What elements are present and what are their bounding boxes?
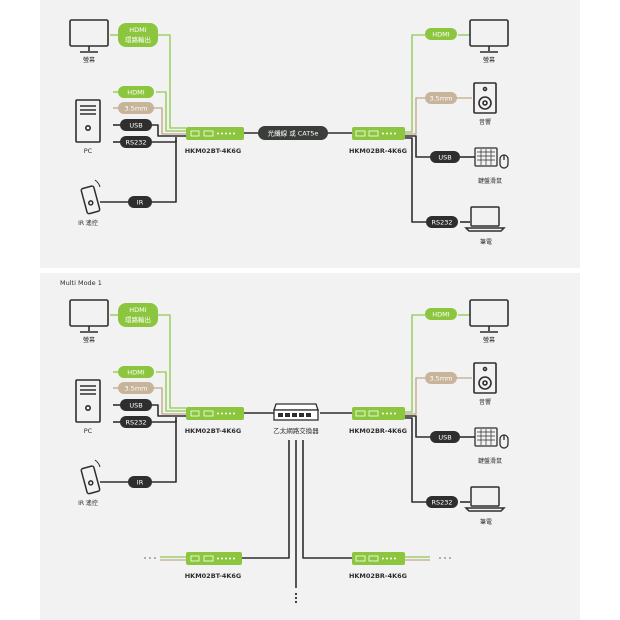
audio-tag: 3.5mm	[118, 382, 154, 394]
monitor-icon	[69, 19, 109, 53]
top-diagram: 螢幕 HDMI 環路輸出 PC HDMI 3.5mm USB	[69, 19, 509, 246]
rx-label: HKM02BR-4K6G	[349, 427, 407, 435]
speaker-icon	[473, 362, 497, 394]
rx-label: HKM02BR-4K6G	[349, 147, 407, 155]
rs232-tag: RS232	[120, 416, 152, 428]
monitor-icon	[469, 19, 509, 53]
keyboard-mouse-label: 鍵盤滑鼠	[478, 177, 502, 185]
speaker-label: 音響	[479, 398, 491, 406]
hdmi-tag: HDMI	[118, 86, 154, 98]
svg-text:3.5mm: 3.5mm	[429, 95, 452, 103]
audio-tag: 3.5mm	[425, 92, 457, 104]
ir-tag: IR	[128, 476, 152, 488]
monitor-icon	[69, 299, 109, 333]
monitor-label: 螢幕	[483, 56, 495, 64]
svg-text:IR: IR	[137, 199, 144, 207]
rs232-tag: RS232	[426, 496, 458, 508]
svg-text:環路輸出: 環路輸出	[125, 315, 151, 324]
extender-icon	[352, 407, 405, 420]
rx-label: HKM02BR-4K6G	[349, 572, 407, 580]
monitor-label: 螢幕	[483, 336, 495, 344]
usb-tag: USB	[120, 399, 152, 411]
ellipsis-dots	[144, 557, 451, 559]
extender-icon	[352, 127, 405, 140]
svg-text:RS232: RS232	[125, 139, 146, 147]
pc-label: PC	[84, 427, 93, 435]
tx-label: HKM02BT-4K6G	[185, 427, 242, 435]
audio-tag: 3.5mm	[118, 102, 154, 114]
rs232-tag: RS232	[426, 216, 458, 228]
laptop-label: 筆電	[480, 238, 492, 246]
ir-remote-label: IR 遙控	[78, 219, 98, 227]
svg-text:USB: USB	[129, 122, 142, 130]
mouse-icon	[499, 154, 509, 169]
extender-icon	[186, 127, 244, 140]
pc-tower-icon	[75, 99, 101, 143]
svg-text:HDMI: HDMI	[127, 89, 145, 97]
svg-text:USB: USB	[129, 402, 142, 410]
tx-label: HKM02BT-4K6G	[185, 572, 242, 580]
usb-tag: USB	[120, 119, 152, 131]
tx-label: HKM02BT-4K6G	[185, 147, 242, 155]
svg-text:光纖線 或 CAT5e: 光纖線 或 CAT5e	[268, 129, 319, 138]
svg-text:環路輸出: 環路輸出	[125, 35, 151, 44]
hdmi-loop-tag: HDMI 環路輸出	[118, 23, 158, 47]
hdmi-tag: HDMI	[425, 308, 457, 320]
remote-icon	[80, 459, 101, 495]
switch-label: 乙太網路交換器	[273, 426, 319, 435]
svg-text:RS232: RS232	[431, 499, 452, 507]
svg-text:USB: USB	[438, 154, 451, 162]
ir-remote-label: IR 遙控	[78, 499, 98, 507]
svg-text:IR: IR	[137, 479, 144, 487]
svg-text:HDMI: HDMI	[129, 26, 147, 34]
svg-text:3.5mm: 3.5mm	[429, 375, 452, 383]
laptop-icon	[464, 206, 506, 232]
speaker-label: 音響	[479, 118, 491, 126]
audio-tag: 3.5mm	[425, 372, 457, 384]
monitor-icon	[469, 299, 509, 333]
svg-text:3.5mm: 3.5mm	[124, 385, 147, 393]
monitor-label: 螢幕	[83, 336, 95, 344]
rs232-tag: RS232	[120, 136, 152, 148]
ir-tag: IR	[128, 196, 152, 208]
svg-text:HDMI: HDMI	[127, 369, 145, 377]
hdmi-tag: HDMI	[425, 28, 457, 40]
extender-icon	[352, 552, 405, 565]
keyboard-icon	[474, 147, 498, 167]
usb-tag: USB	[430, 431, 460, 443]
laptop-icon	[464, 486, 506, 512]
mode-label: Multi Mode 1	[60, 279, 102, 287]
keyboard-mouse-label: 鍵盤滑鼠	[478, 457, 502, 465]
svg-text:RS232: RS232	[431, 219, 452, 227]
keyboard-icon	[474, 427, 498, 447]
extender-icon	[186, 552, 242, 565]
hdmi-tag: HDMI	[118, 366, 154, 378]
svg-text:3.5mm: 3.5mm	[124, 105, 147, 113]
cable-tag: 光纖線 或 CAT5e	[258, 126, 328, 140]
pc-tower-icon	[75, 379, 101, 423]
usb-tag: USB	[430, 151, 460, 163]
vertical-ellipsis	[294, 592, 298, 604]
svg-text:RS232: RS232	[125, 419, 146, 427]
remote-icon	[80, 179, 101, 215]
mouse-icon	[499, 434, 509, 449]
svg-text:HDMI: HDMI	[432, 31, 450, 39]
laptop-label: 筆電	[480, 518, 492, 526]
extender-icon	[186, 407, 244, 420]
monitor-label: 螢幕	[83, 56, 95, 64]
svg-text:HDMI: HDMI	[129, 306, 147, 314]
svg-text:USB: USB	[438, 434, 451, 442]
bottom-diagram: 螢幕 HDMI 環路輸出 PC HDMI 3.5mm USB RS232	[69, 299, 509, 604]
hdmi-loop-tag: HDMI 環路輸出	[118, 303, 158, 327]
switch-icon	[273, 403, 319, 421]
svg-text:HDMI: HDMI	[432, 311, 450, 319]
pc-label: PC	[84, 147, 93, 155]
speaker-icon	[473, 82, 497, 114]
